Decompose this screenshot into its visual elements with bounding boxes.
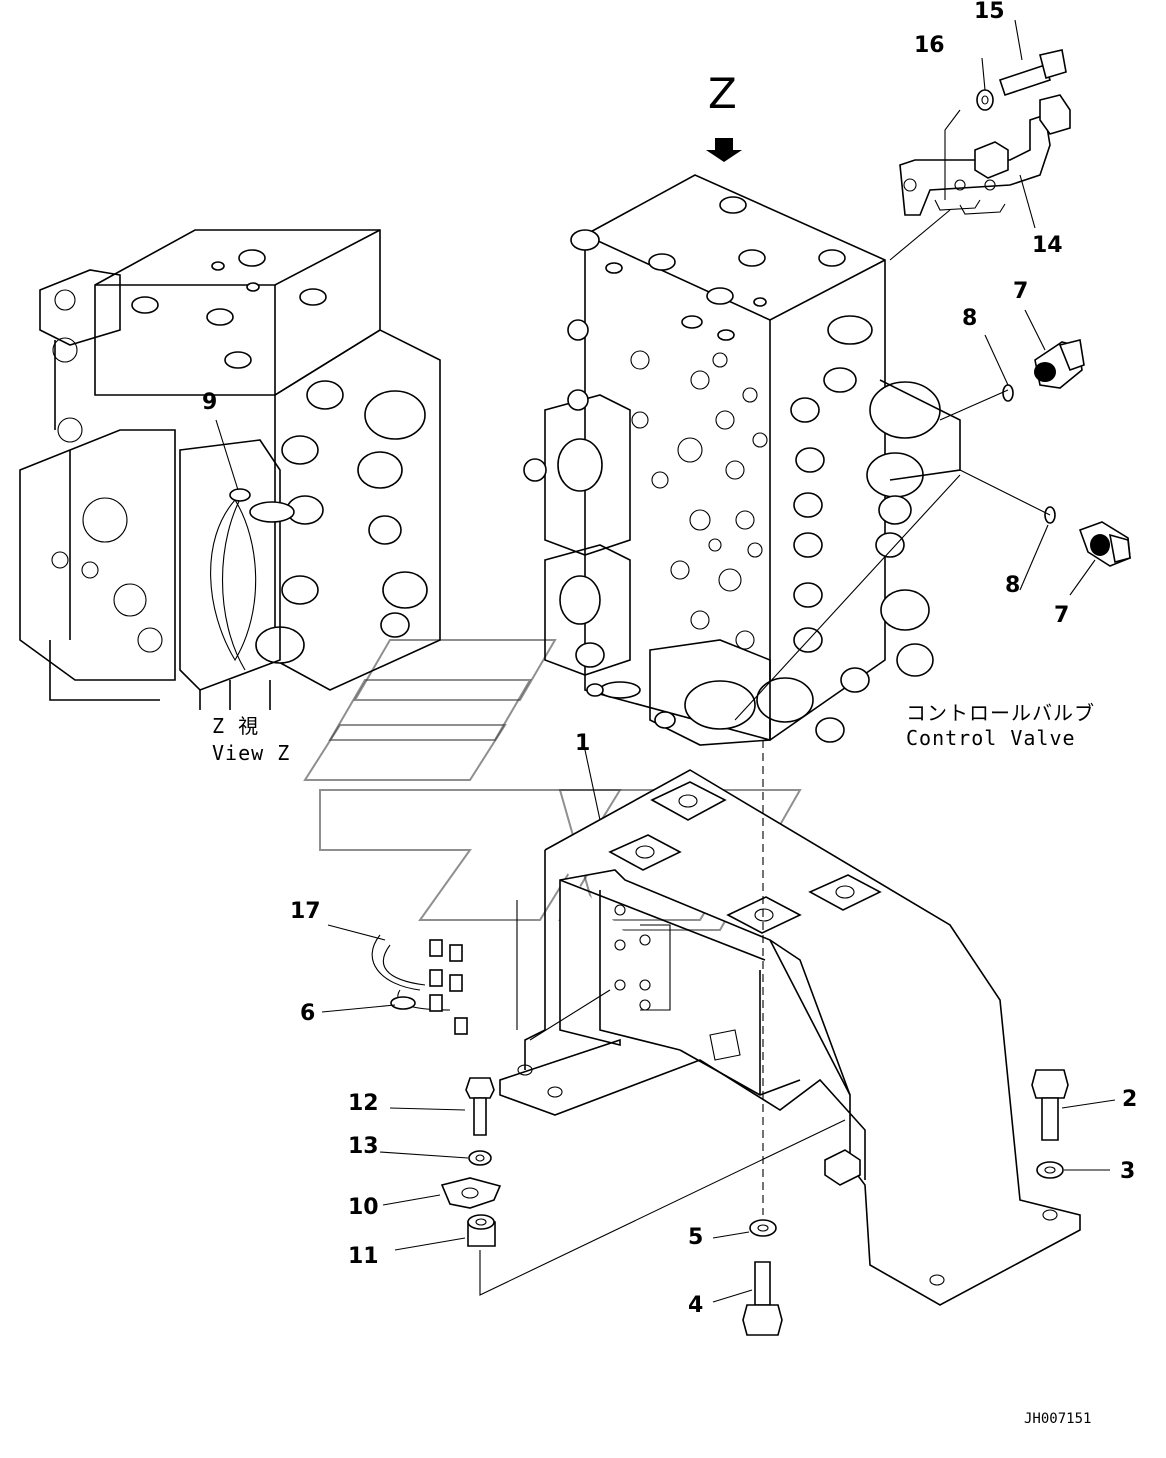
leader-lines	[215, 19, 1116, 1303]
view-caption-en: View Z	[212, 741, 290, 765]
callout-16: 16	[914, 33, 945, 58]
washer-5	[749, 1219, 777, 1237]
bolt-2	[1031, 1069, 1069, 1141]
o-ring-upper	[1002, 384, 1014, 402]
callout-12: 12	[348, 1091, 379, 1116]
callout-15: 15	[974, 0, 1005, 24]
callout-numbers: 1 2 3 4 5 6 7 7 8 8 9 10 11 12 13 14 15 …	[202, 0, 1137, 1318]
callout-3: 3	[1120, 1159, 1135, 1184]
callout-6: 6	[300, 1001, 315, 1026]
view-z-valve-illustration	[19, 229, 441, 710]
drawing-code: JH007151	[1024, 1411, 1091, 1427]
callout-13: 13	[348, 1134, 379, 1159]
bolt-4	[742, 1261, 783, 1336]
clamp-10	[440, 1177, 502, 1209]
callout-14: 14	[1032, 233, 1063, 258]
spacer-11	[467, 1214, 496, 1247]
callout-7-upper: 7	[1013, 279, 1028, 304]
wire-harness	[371, 934, 468, 1035]
bracket-assembly	[899, 49, 1071, 216]
assembly-label-jp: コントロールバルブ	[906, 701, 1095, 725]
callout-17: 17	[290, 899, 321, 924]
callout-4: 4	[688, 1293, 703, 1318]
callout-8-upper: 8	[962, 306, 977, 331]
assembly-label-en: Control Valve	[906, 726, 1076, 750]
callout-11: 11	[348, 1244, 379, 1269]
callout-2: 2	[1122, 1087, 1137, 1112]
washer-13	[468, 1150, 492, 1166]
mounting-bracket	[499, 769, 1081, 1306]
view-caption-jp: Z 視	[212, 714, 259, 738]
callout-10: 10	[348, 1195, 379, 1220]
callout-1: 1	[575, 731, 590, 756]
control-valve-illustration	[523, 174, 961, 746]
pressure-sensor-lower	[1078, 521, 1131, 567]
view-direction-letter: Z	[708, 69, 737, 118]
callout-5: 5	[688, 1225, 703, 1250]
callout-7-lower: 7	[1054, 603, 1069, 628]
washer-3	[1036, 1161, 1064, 1179]
callout-8-lower: 8	[1005, 573, 1020, 598]
pressure-sensor-upper	[1034, 339, 1085, 389]
bolt-12	[465, 1077, 495, 1136]
view-arrow-icon	[706, 138, 742, 162]
callout-9: 9	[202, 390, 217, 415]
